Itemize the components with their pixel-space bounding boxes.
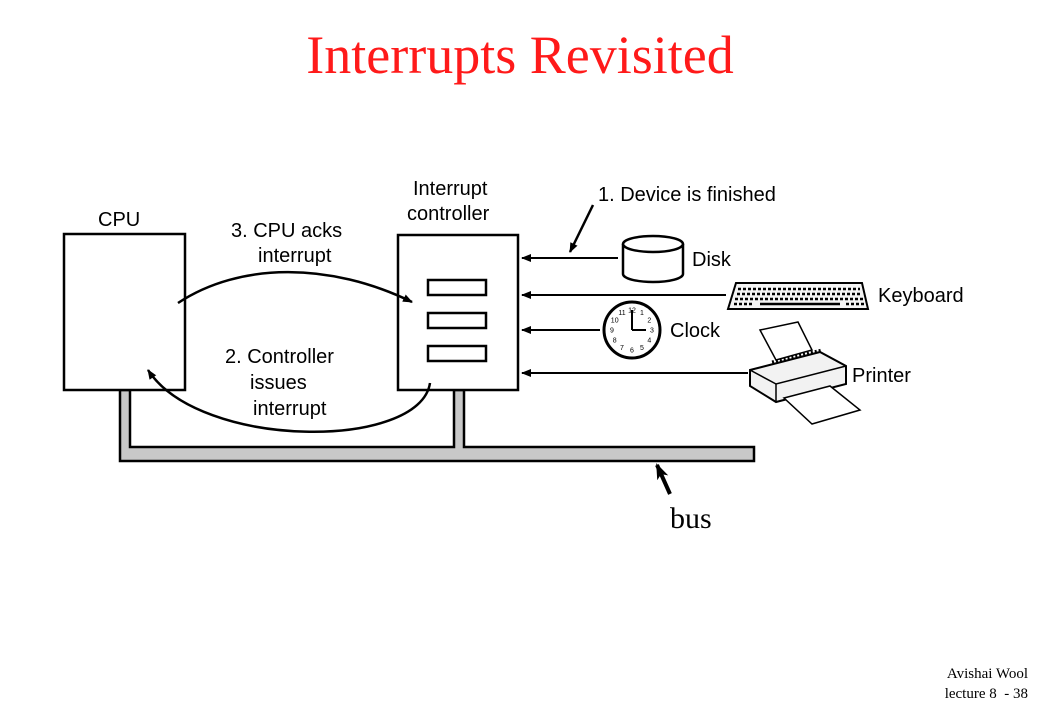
disk-label: Disk — [692, 249, 732, 271]
lecture-number: lecture 8 - 38 — [944, 686, 1028, 702]
clock-numeral: 6 — [630, 348, 634, 355]
step2-line2: issues — [250, 372, 307, 394]
clock-label: Clock — [670, 320, 721, 342]
printer-icon — [749, 321, 862, 425]
step3-line2: interrupt — [258, 245, 332, 267]
clock-numeral: 10 — [611, 318, 619, 325]
step3-line1: 3. CPU acks — [231, 220, 342, 242]
step1-label: 1. Device is finished — [598, 184, 776, 206]
controller-label-line2: controller — [407, 203, 490, 225]
slide-footer: Avishai Wool lecture 8 - 38 — [945, 664, 1028, 704]
keyboard-icon — [726, 282, 870, 310]
clock-numeral: 8 — [613, 338, 617, 345]
bus-pointer-arrow — [655, 463, 672, 495]
controller-label-line1: Interrupt — [413, 178, 488, 200]
keyboard-label: Keyboard — [878, 285, 964, 307]
controller-register-1 — [426, 278, 488, 297]
clock-numeral: 1 — [640, 310, 644, 317]
clock-numeral: 11 — [618, 310, 625, 317]
bus-label: bus — [670, 502, 712, 535]
clock-numeral: 5 — [640, 345, 644, 352]
cpu-label: CPU — [98, 209, 140, 231]
slide-title: Interrupts Revisited — [306, 25, 734, 85]
clock-numeral: 9 — [610, 328, 614, 335]
controller-register-2 — [426, 311, 488, 330]
clock-numeral: 7 — [620, 345, 624, 352]
author-name: Avishai Wool — [946, 666, 1028, 682]
disk-icon — [621, 234, 685, 284]
clock-numeral: 12 — [628, 308, 636, 315]
cpu-ack-arrow — [177, 270, 413, 305]
system-bus — [118, 388, 756, 463]
step1-arrow — [568, 204, 595, 253]
clock-numeral: 4 — [647, 338, 651, 345]
step2-line1: 2. Controller — [225, 346, 334, 368]
controller-interrupt-arrow — [146, 369, 432, 433]
step2-line3: interrupt — [253, 398, 327, 420]
printer-label: Printer — [852, 365, 911, 387]
clock-numeral: 3 — [650, 328, 654, 335]
controller-register-3 — [426, 344, 488, 363]
cpu-box — [62, 232, 187, 392]
clock-numeral: 2 — [647, 318, 651, 325]
